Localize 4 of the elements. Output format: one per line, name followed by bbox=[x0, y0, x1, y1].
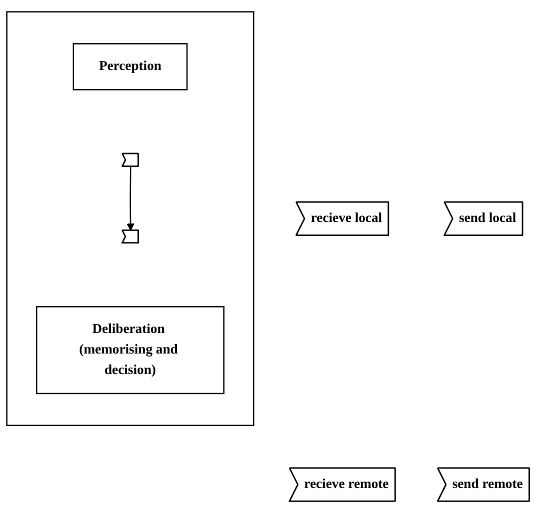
arrow bbox=[126, 166, 134, 230]
node-box: Deliberation (memorising and decision) bbox=[36, 306, 224, 394]
cluster bbox=[6, 10, 254, 426]
node-box: Perception bbox=[72, 42, 188, 90]
